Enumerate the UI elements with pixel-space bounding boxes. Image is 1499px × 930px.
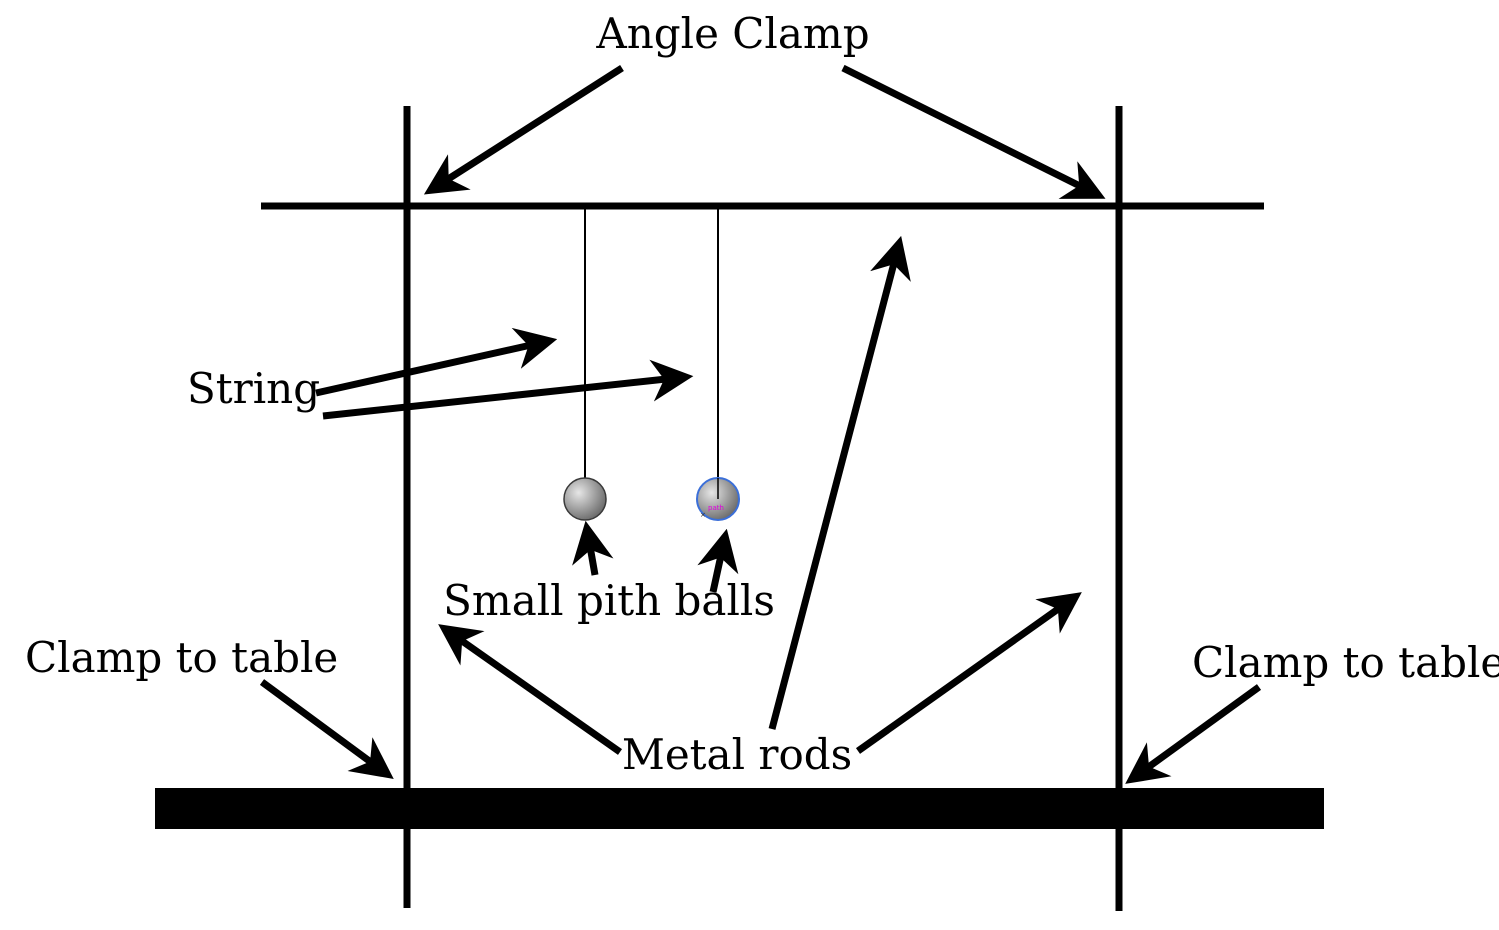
right-pith-ball[interactable]: path × — [696, 477, 740, 521]
arrow-clamp-table-right — [1125, 684, 1262, 784]
arrow-metal-rods-right — [855, 592, 1082, 754]
arrow-clamp-table-left — [259, 679, 394, 779]
label-clamp-to-table-left: Clamp to table — [25, 633, 338, 682]
table-bar — [155, 788, 1324, 829]
arrow-metal-rods-middle — [768, 235, 911, 730]
arrow-pith-ball-left — [572, 520, 614, 576]
label-metal-rods: Metal rods — [622, 730, 852, 779]
arrow-angle-clamp-right — [841, 64, 1106, 199]
arrow-pith-ball-right — [697, 528, 739, 593]
left-pith-ball — [563, 477, 607, 521]
arrow-string-right — [322, 359, 694, 420]
label-string: String — [187, 364, 320, 413]
svg-text:×: × — [700, 511, 706, 519]
selection-marker: path — [708, 504, 724, 512]
arrow-metal-rods-left — [438, 624, 623, 755]
label-angle-clamp: Angle Clamp — [595, 9, 869, 58]
label-clamp-to-table-right: Clamp to table — [1192, 638, 1499, 687]
label-small-pith-balls: Small pith balls — [443, 576, 775, 625]
arrow-string-left — [315, 327, 558, 397]
arrow-angle-clamp-left — [423, 65, 624, 195]
